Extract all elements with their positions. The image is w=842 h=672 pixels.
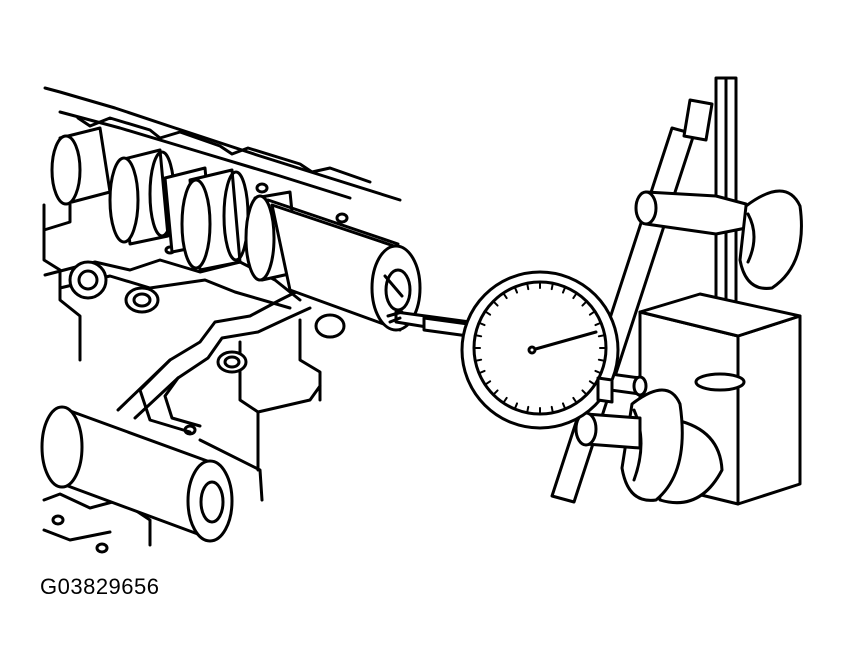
- dial-tick: [526, 282, 530, 291]
- dial-tick: [484, 310, 492, 316]
- dial-tick: [502, 396, 508, 404]
- dial-tick: [478, 369, 486, 375]
- dial-tick: [597, 358, 606, 362]
- dial-tick: [474, 358, 483, 362]
- dial-tick: [513, 286, 519, 294]
- dial-tick: [550, 405, 554, 414]
- dial-tick: [594, 321, 602, 327]
- dial-tick: [597, 334, 606, 338]
- dial-tick: [478, 321, 486, 327]
- dial-tick: [492, 300, 499, 307]
- dial-tick: [513, 402, 519, 410]
- figure-id-label: G03829656: [40, 574, 160, 599]
- dial-tick: [492, 389, 499, 396]
- dial-tick: [550, 282, 554, 291]
- lower-journal-icon: [40, 405, 234, 543]
- locking-knob-icon: [574, 189, 803, 502]
- dial-tick: [594, 369, 602, 375]
- plunger-icon: [386, 310, 472, 338]
- dial-tick: [572, 292, 578, 300]
- camshaft-icon: [50, 126, 422, 332]
- engine-block-icon: [42, 86, 402, 554]
- dial-tick: [474, 334, 483, 338]
- dial-tick: [561, 402, 567, 410]
- dial-tick: [588, 380, 596, 386]
- dial-tick: [502, 292, 508, 300]
- dial-indicator-icon: [460, 270, 620, 430]
- dial-tick: [588, 310, 596, 316]
- dial-tick: [484, 380, 492, 386]
- dial-tick: [581, 300, 588, 307]
- dial-tick: [526, 405, 530, 414]
- dial-tick: [581, 389, 588, 396]
- dial-tick: [561, 286, 567, 294]
- dial-tick: [572, 396, 578, 404]
- dial-tick-marks: [473, 281, 607, 415]
